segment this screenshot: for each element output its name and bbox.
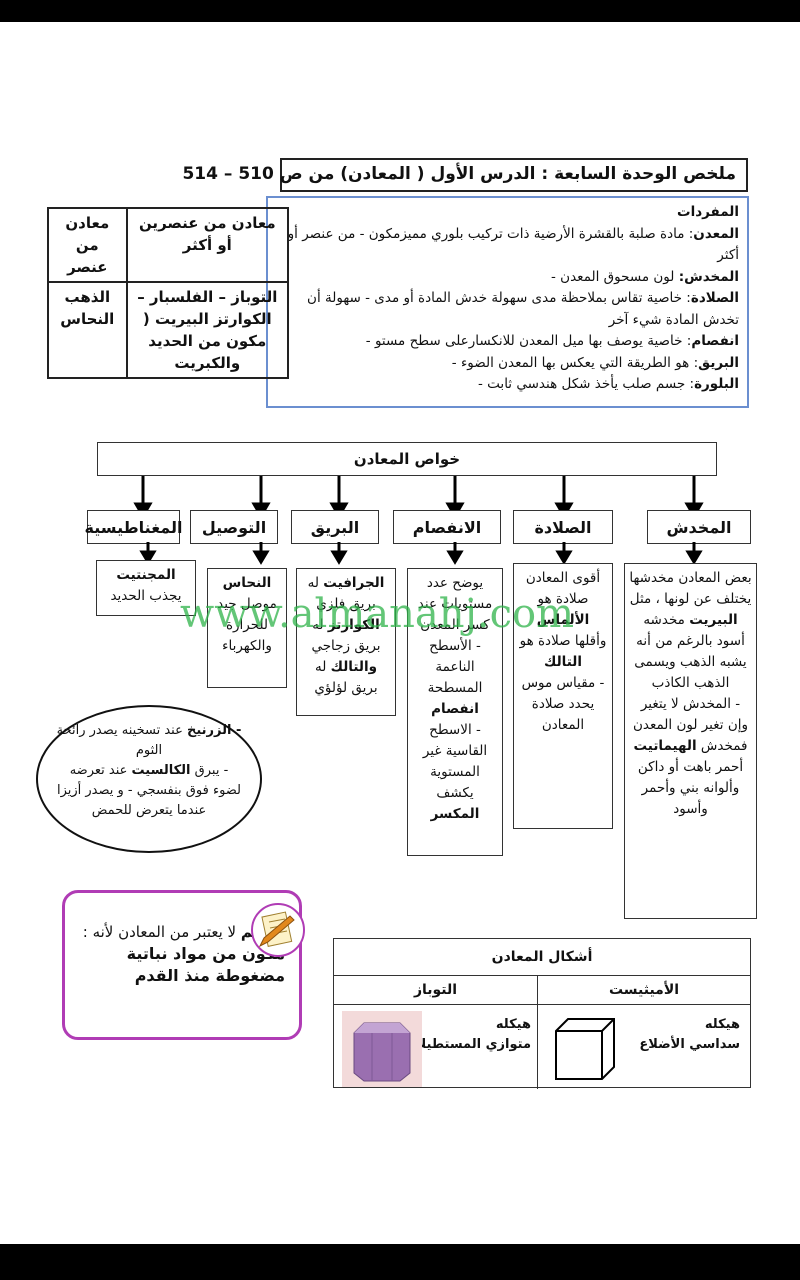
multi-element-header: معادن من عنصرين أو أكثر <box>127 208 288 282</box>
amethyst-label: هيكله <box>639 1015 740 1035</box>
vocab-term: المخدش: <box>679 269 739 285</box>
property-line: - مقياس موس يحدد صلادة المعادن <box>518 673 608 736</box>
topaz-label: هيكله <box>404 1015 531 1035</box>
vocab-definition: : مادة صلبة بالقشرة الأرضية ذات تركيب بل… <box>288 226 739 264</box>
hexagonal-prism-icon <box>552 1015 618 1083</box>
amethyst-cell: هيكله سداسي الأضلاع <box>537 1005 750 1089</box>
watermark: www.almanahj.com <box>180 591 574 637</box>
top-border <box>0 0 800 22</box>
property-line: البيريت مخدشه أسود بالرغم من أنه يشبه ال… <box>629 610 752 694</box>
mineral-shapes-table: أشكال المعادن الأميثيست التوباز هيكله سد… <box>333 938 751 1088</box>
header-cleavage: الانفصام <box>393 510 501 544</box>
vocabulary-list: المعدن: مادة صلبة بالقشرة الأرضية ذات تر… <box>276 224 739 396</box>
vocab-definition: لون مسحوق المعدن - <box>551 269 679 285</box>
lesson-title: ملخص الوحدة السابعة : الدرس الأول ( المع… <box>280 158 748 192</box>
notepad-pencil-icon <box>250 902 306 958</box>
header-hardness: الصلادة <box>513 510 613 544</box>
property-line: - الاسطح القاسية غير المستوية يكشف المكس… <box>412 720 498 825</box>
topaz-shape: متوازي المستطيلات <box>404 1035 531 1055</box>
vocab-item: الصلادة: خاصية تقاس بملاحظة مدى سهولة خد… <box>276 288 739 331</box>
header-luster: البريق <box>291 510 379 544</box>
shapes-title: أشكال المعادن <box>334 939 750 976</box>
amethyst-header: الأميثيست <box>537 976 750 1004</box>
vocab-definition: : هو الطريقة التي يعكس بها المعدن الضوء … <box>452 355 698 371</box>
vocab-item: البريق: هو الطريقة التي يعكس بها المعدن … <box>276 353 739 375</box>
vocabulary-heading: المفردات <box>276 202 739 224</box>
vocab-term: انفصام <box>691 333 739 349</box>
header-magnetism: المغناطيسية <box>87 510 180 544</box>
bottom-border <box>0 1244 800 1280</box>
vocab-item: انفصام: خاصية يوصف بها ميل المعدن للانكس… <box>276 331 739 353</box>
vocab-term: الصلادة <box>691 290 739 306</box>
vocab-term: البريق <box>698 355 739 371</box>
single-element-header: معادن من عنصر <box>48 208 127 282</box>
header-streak: المخدش <box>647 510 751 544</box>
vocab-item: المخدش: لون مسحوق المعدن - <box>276 267 739 289</box>
property-line: - الأسطح الناعمة المسطحة انفصام <box>412 636 498 720</box>
vocab-term: المعدن <box>693 226 739 242</box>
vocab-definition: : خاصية يوصف بها ميل المعدن للانكسارعلى … <box>366 333 692 349</box>
property-line: وأقلها صلادة هو التالك <box>518 631 608 673</box>
single-element-list: الذهب النحاس <box>48 282 127 378</box>
extra-properties-text: - الزرنيخ عند تسخينه يصدر رائحة الثوم- ي… <box>54 721 244 821</box>
amethyst-shape: سداسي الأضلاع <box>639 1035 740 1055</box>
property-line: يجذب الحديد <box>101 586 191 607</box>
vocabulary-box: المفردات المعدن: مادة صلبة بالقشرة الأرض… <box>266 196 749 408</box>
extra-properties-ellipse: - الزرنيخ عند تسخينه يصدر رائحة الثوم- ي… <box>36 705 262 853</box>
vocab-definition: : خاصية تقاس بملاحظة مدى سهولة خدش الماد… <box>307 290 739 328</box>
properties-title: خواص المعادن <box>97 442 717 476</box>
rectangular-prism-icon <box>342 1011 422 1087</box>
property-line: والتالك له بريق لؤلؤي <box>301 657 391 699</box>
topaz-header: التوباز <box>334 976 537 1004</box>
vocab-definition: : جسم صلب يأخذ شكل هندسي ثابت - <box>478 376 694 392</box>
vocab-term: البلورة <box>694 376 739 392</box>
classification-table: معادن من عنصرين أو أكثر معادن من عنصر ال… <box>47 207 289 379</box>
property-line: المجنتيت <box>101 565 191 586</box>
header-conductivity: التوصيل <box>190 510 278 544</box>
property-line: بعض المعادن مخدشها يختلف عن لونها ، مثل <box>629 568 752 610</box>
multi-element-list: التوباز – الفلسبار – الكوارتز البيريت ( … <box>127 282 288 378</box>
vocab-item: البلورة: جسم صلب يأخذ شكل هندسي ثابت - <box>276 374 739 396</box>
topaz-cell: هيكله متوازي المستطيلات <box>334 1005 537 1089</box>
property-line: - المخدش لا يتغير وإن تغير لون المعدن فم… <box>629 694 752 820</box>
vocab-item: المعدن: مادة صلبة بالقشرة الأرضية ذات تر… <box>276 224 739 267</box>
